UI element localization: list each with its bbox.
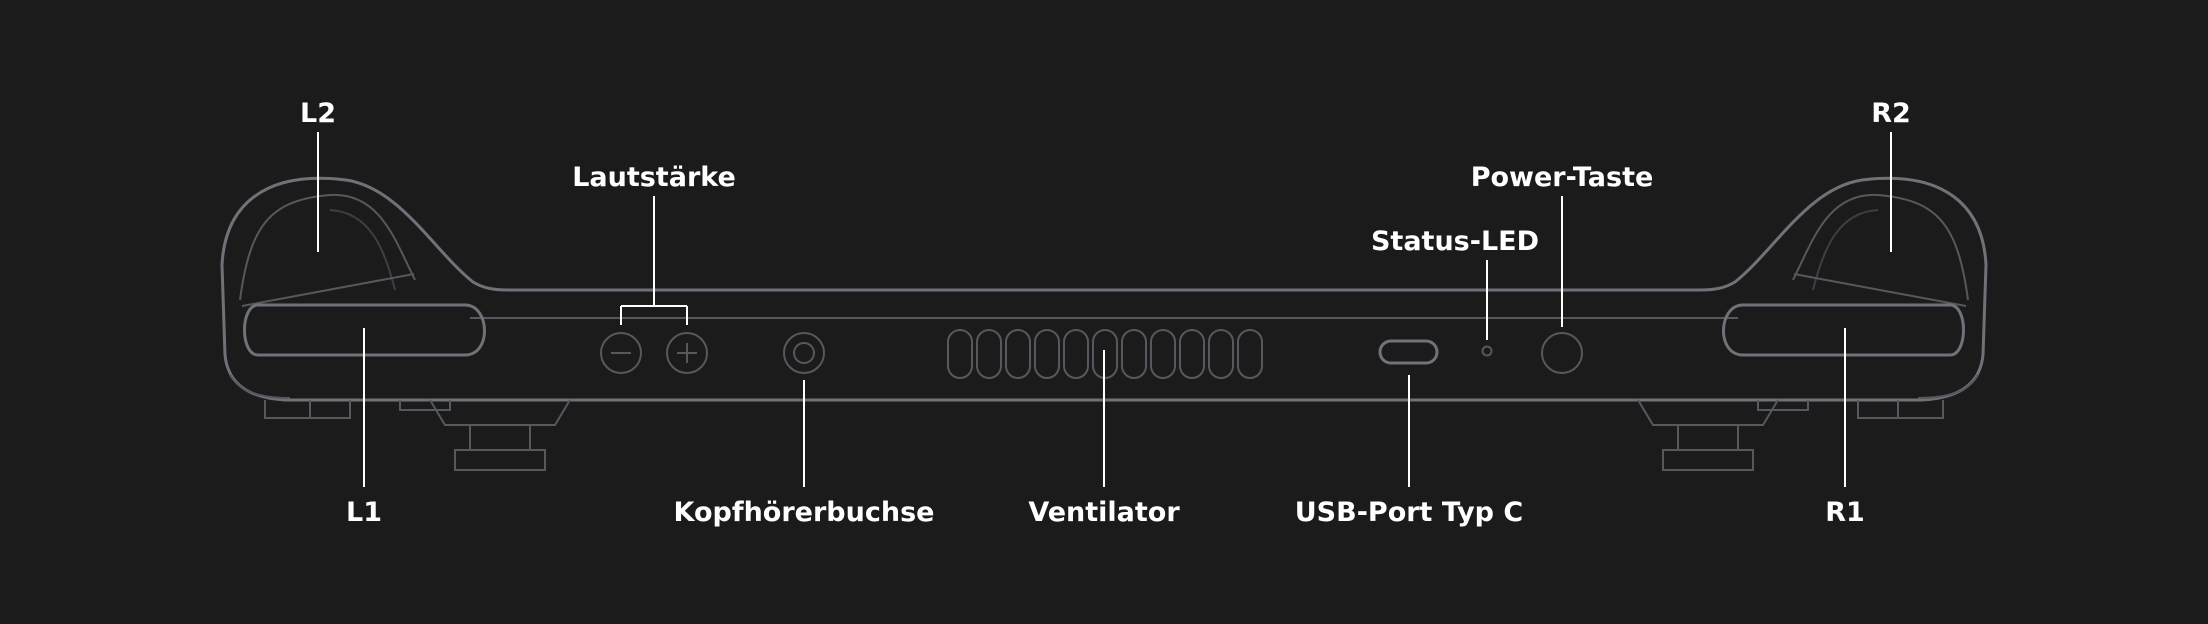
vent-slot [1121, 329, 1147, 379]
label-r1: R1 [1825, 497, 1865, 528]
leader-lines [317, 132, 1892, 487]
status-led [1481, 345, 1493, 357]
vent-slot [976, 329, 1002, 379]
usb-c-port [1378, 339, 1439, 365]
label-usb-port: USB-Port Typ C [1295, 497, 1523, 528]
vent-slot [1063, 329, 1089, 379]
power-button [1541, 332, 1583, 374]
vent-slot [947, 329, 973, 379]
label-status-led: Status-LED [1371, 226, 1539, 257]
label-fan: Ventilator [1028, 497, 1180, 528]
label-volume: Lautstärke [572, 162, 736, 193]
fan-vents [947, 329, 1263, 379]
vent-slot [1237, 329, 1263, 379]
vent-slot [1208, 329, 1234, 379]
vent-slot [1179, 329, 1205, 379]
volume-buttons [600, 332, 708, 374]
vent-slot [1005, 329, 1031, 379]
label-r2: R2 [1871, 98, 1911, 129]
headphone-jack [783, 332, 825, 374]
label-l1: L1 [346, 497, 382, 528]
device-outline [220, 176, 1988, 402]
vent-slot [1034, 329, 1060, 379]
label-l2: L2 [300, 98, 336, 129]
label-headphone-jack: Kopfhörerbuchse [674, 497, 935, 528]
vent-slot [1150, 329, 1176, 379]
label-power-button: Power-Taste [1471, 162, 1654, 193]
underside-parts [264, 399, 1944, 471]
